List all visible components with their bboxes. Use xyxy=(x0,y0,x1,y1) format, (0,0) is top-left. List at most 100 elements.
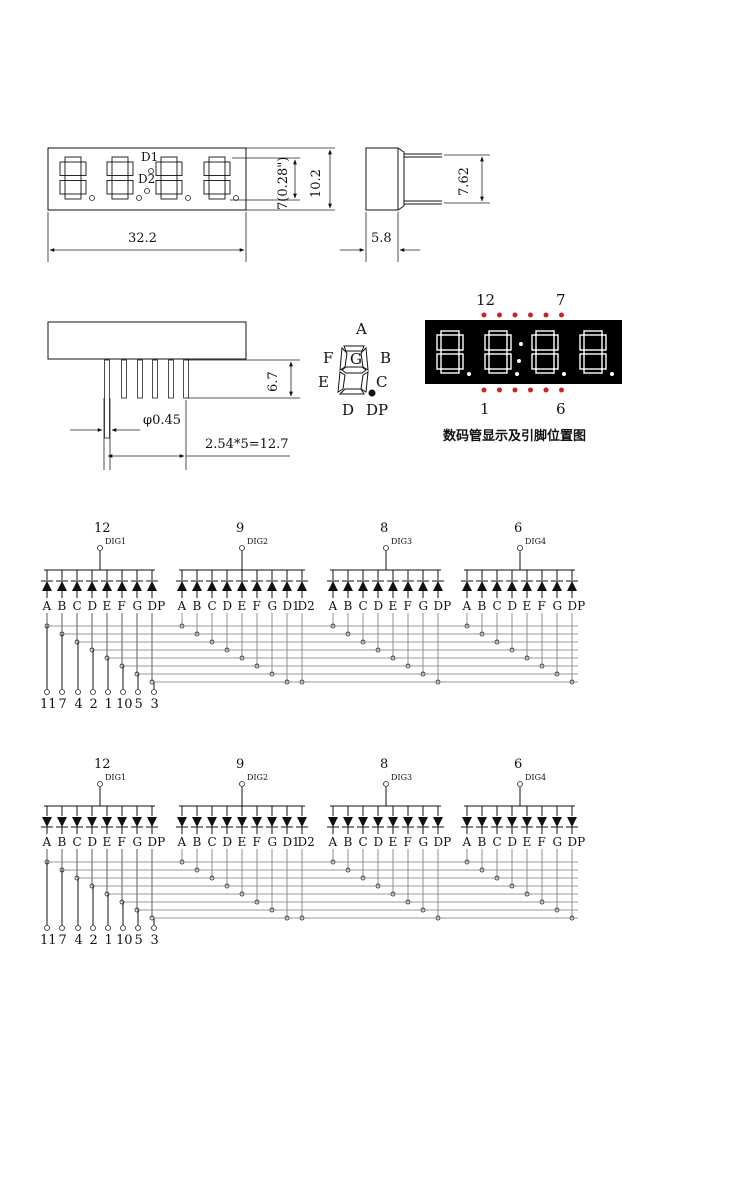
front-digit-4 xyxy=(203,156,231,200)
width-dimension: 32.2 xyxy=(128,231,157,246)
led-dig4-d-0 xyxy=(507,581,517,591)
segment-terminal-3-0 xyxy=(151,689,157,695)
seg-label-dig3-f-1: F xyxy=(404,835,412,849)
seg-label-dig1-c-0: C xyxy=(73,599,82,613)
segment-pin-10-0: 10 xyxy=(116,697,133,712)
pin-label-bottom-right: 6 xyxy=(556,400,566,418)
led-dig1-f-0 xyxy=(117,581,127,591)
seg-label-dig2-a-1: A xyxy=(177,835,187,849)
led-dig1-g-1 xyxy=(132,817,142,827)
segment-pin-2-0: 2 xyxy=(90,697,98,712)
seg-label-dig4-a-0: A xyxy=(462,599,472,613)
pin-label-top-left: 12 xyxy=(476,291,495,309)
digit-name-dig3-0: DIG3 xyxy=(391,537,412,546)
seg-label-dig4-b-0: B xyxy=(478,599,487,613)
photo-dp-2 xyxy=(515,372,519,376)
seg-label-dig4-c-1: C xyxy=(493,835,502,849)
bottom-view-body xyxy=(47,321,247,360)
led-dig4-b-1 xyxy=(477,817,487,827)
photo-colon-upper xyxy=(519,342,523,346)
led-dig4-f-0 xyxy=(537,581,547,591)
front-view: D1 D2 32.2 7(0.28") 10.2 xyxy=(47,147,335,262)
led-dig1-f-1 xyxy=(117,817,127,827)
digit-pin-9-0: 9 xyxy=(236,521,244,536)
seg-label-dig3-d-0: D xyxy=(374,599,384,613)
digit-name-dig2-1: DIG2 xyxy=(247,773,268,782)
led-dig1-d-1 xyxy=(87,817,97,827)
seg-label-dig4-b-1: B xyxy=(478,835,487,849)
seg-label-dig4-c-0: C xyxy=(493,599,502,613)
front-digit-1 xyxy=(59,156,87,200)
segment-terminal-5-0 xyxy=(135,689,141,695)
bottom-pin-1 xyxy=(104,359,110,439)
led-dig4-e-1 xyxy=(522,817,532,827)
led-dig1-e-1 xyxy=(102,817,112,827)
photo-pin-dots xyxy=(481,312,564,393)
bottom-view: 6.7 φ0.45 2.54*5=12.7 xyxy=(47,321,300,470)
seg-label-dig3-e-0: E xyxy=(389,599,398,613)
segment-terminal-2-1 xyxy=(90,925,96,931)
led-dig4-g-1 xyxy=(552,817,562,827)
seg-label-dig1-d-1: D xyxy=(88,835,98,849)
led-dig4-d-1 xyxy=(507,817,517,827)
seg-label-dig2-g-0: G xyxy=(268,599,278,613)
led-dig3-g-0 xyxy=(418,581,428,591)
bottom-pin-3 xyxy=(137,359,143,399)
bottom-pin-5 xyxy=(168,359,174,399)
seg-label-dig2-d1-0: D1 xyxy=(283,599,300,613)
led-dig3-a-1 xyxy=(328,817,338,827)
photo-colon-lower xyxy=(517,359,521,363)
led-dig4-b-0 xyxy=(477,581,487,591)
digit-terminal-12-1 xyxy=(97,781,103,787)
colon-dot-lower xyxy=(144,188,150,194)
photo-pin-bottom-5 xyxy=(543,387,549,393)
seg-label-dig4-f-1: F xyxy=(538,835,546,849)
seg-label-dig4-a-1: A xyxy=(462,835,472,849)
colon-dot-upper xyxy=(148,168,154,174)
led-dig4-dp-1 xyxy=(567,817,577,827)
digit-name-dig4-0: DIG4 xyxy=(525,537,546,546)
segment-e xyxy=(337,371,346,393)
led-dig4-c-1 xyxy=(492,817,502,827)
seg-label-dig1-b-0: B xyxy=(58,599,67,613)
pin-label-top-right: 7 xyxy=(556,291,566,309)
led-dig2-d-0 xyxy=(222,581,232,591)
seg-label-dig2-d2-0: D2 xyxy=(298,599,315,613)
photo-pin-top-1 xyxy=(481,312,487,318)
led-dig4-f-1 xyxy=(537,817,547,827)
segment-terminal-2-0 xyxy=(90,689,96,695)
segment-pin-7-0: 7 xyxy=(59,697,67,712)
photo-pin-top-2 xyxy=(497,312,502,318)
digit-pin-6-1: 6 xyxy=(514,757,522,772)
photo-digit-1 xyxy=(436,330,464,374)
colon-label-d1: D1 xyxy=(141,150,158,164)
seg-label-dig2-a-0: A xyxy=(177,599,187,613)
front-dp-4 xyxy=(233,195,239,201)
pin-label-bottom-left: 1 xyxy=(480,400,490,418)
led-dig4-g-0 xyxy=(552,581,562,591)
led-dig2-a-1 xyxy=(177,817,187,827)
height-dimension: 10.2 xyxy=(309,169,324,198)
segment-pin-11-0: 11 xyxy=(40,697,57,712)
led-dig2-e-0 xyxy=(237,581,247,591)
photo-pin-top-3 xyxy=(512,312,518,318)
seg-label-dig1-g-1: G xyxy=(133,835,143,849)
digit-pin-6-0: 6 xyxy=(514,521,522,536)
led-dig3-dp-1 xyxy=(433,817,443,827)
led-dig3-b-0 xyxy=(343,581,353,591)
led-dig2-b-1 xyxy=(192,817,202,827)
seg-label-dig4-dp-1: DP xyxy=(568,835,586,849)
led-dig2-e-1 xyxy=(237,817,247,827)
led-dig2-f-0 xyxy=(252,581,262,591)
seg-label-dig1-e-1: E xyxy=(103,835,112,849)
led-dig3-c-0 xyxy=(358,581,368,591)
seg-label-dig4-e-1: E xyxy=(523,835,532,849)
seg-label-dig2-g-1: G xyxy=(268,835,278,849)
seg-label-dig1-e-0: E xyxy=(103,599,112,613)
seg-label-d: D xyxy=(342,401,354,419)
bottom-pin-6 xyxy=(183,359,189,399)
seg-label-dig2-c-0: C xyxy=(208,599,217,613)
segment-pin-1-0: 1 xyxy=(105,697,113,712)
photo-pin-bottom-1 xyxy=(481,387,487,393)
